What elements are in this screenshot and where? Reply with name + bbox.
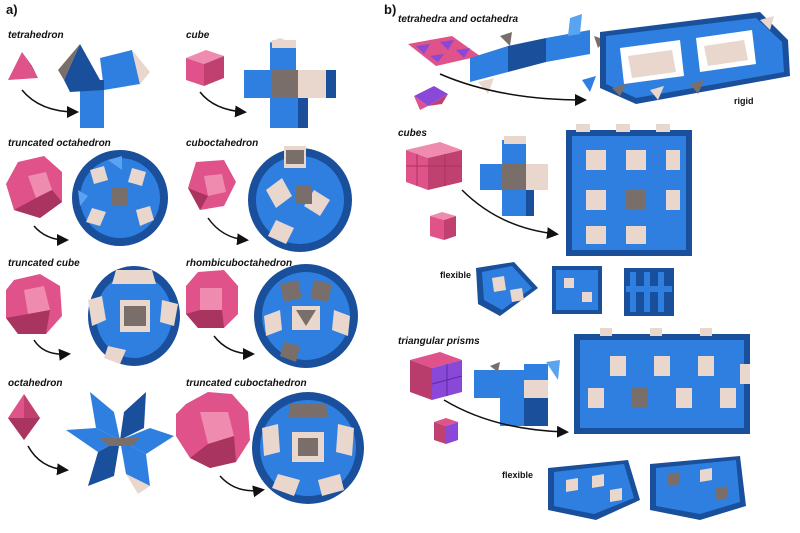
arrow-truncated-octahedron	[33, 225, 69, 246]
tetra-octa-lattice	[582, 12, 790, 104]
cuboctahedron-solid	[188, 160, 236, 210]
cubes-lattice	[566, 124, 692, 256]
cube-net	[244, 38, 336, 128]
cuboctahedron-net	[248, 146, 352, 252]
truncated-cuboctahedron-net	[252, 392, 364, 504]
rhombicuboctahedron-solid	[186, 270, 238, 328]
arrow-cubes	[461, 189, 559, 240]
tetra-octa-unit	[414, 86, 448, 110]
cubes-flexible-states	[476, 262, 674, 316]
truncated-cube-solid	[6, 274, 62, 334]
label-cube: cube	[186, 30, 210, 41]
prisms-flexible-states	[548, 456, 746, 520]
truncated-cuboctahedron-solid	[176, 392, 250, 468]
prisms-net	[474, 360, 560, 426]
arrow-tetra-octa	[439, 73, 587, 106]
tag-flexible-cubes: flexible	[440, 270, 471, 280]
arrow-cube	[199, 91, 247, 118]
tetrahedron-net	[58, 44, 150, 128]
cube-solid	[186, 50, 224, 86]
arrow-tetrahedron	[21, 89, 79, 118]
arrow-cuboctahedron	[207, 217, 249, 246]
label-tetrahedron: tetrahedron	[8, 30, 64, 41]
prisms-block	[410, 352, 463, 400]
section-title-cubes: cubes	[398, 128, 427, 139]
section-title-tetra-octa: tetrahedra and octahedra	[398, 14, 518, 25]
panel-b-label: b)	[384, 2, 396, 17]
section-title-prisms: triangular prisms	[398, 336, 480, 347]
tetra-octa-tiling	[408, 36, 480, 66]
arrow-octahedron	[27, 445, 69, 476]
prisms-lattice	[574, 328, 750, 434]
prism-unit	[434, 418, 458, 444]
rhombicuboctahedron-net	[254, 264, 358, 368]
cubes-block	[406, 142, 462, 190]
arrow-rhombicuboctahedron	[213, 335, 255, 360]
truncated-octahedron-solid	[6, 156, 62, 218]
octahedron-net	[66, 392, 174, 494]
truncated-cube-net	[88, 266, 180, 366]
tag-rigid: rigid	[734, 96, 754, 106]
tetra-octa-net	[470, 14, 606, 94]
truncated-octahedron-net	[72, 150, 168, 246]
arrow-truncated-cube	[33, 339, 71, 361]
label-rhombicuboctahedron: rhombicuboctahedron	[186, 258, 292, 269]
label-truncated-cuboctahedron: truncated cuboctahedron	[186, 378, 307, 389]
label-cuboctahedron: cuboctahedron	[186, 138, 258, 149]
panel-a-label: a)	[6, 2, 18, 17]
label-truncated-cube: truncated cube	[8, 258, 80, 269]
cubes-net	[480, 136, 548, 216]
label-octahedron: octahedron	[8, 378, 62, 389]
octahedron-solid	[8, 394, 40, 440]
tetrahedron-solid	[8, 52, 38, 80]
label-truncated-octahedron: truncated octahedron	[8, 138, 111, 149]
tag-flexible-prisms: flexible	[502, 470, 533, 480]
arrow-truncated-cuboctahedron	[219, 475, 265, 498]
cube-unit	[430, 212, 456, 240]
arrow-prisms	[443, 399, 569, 438]
